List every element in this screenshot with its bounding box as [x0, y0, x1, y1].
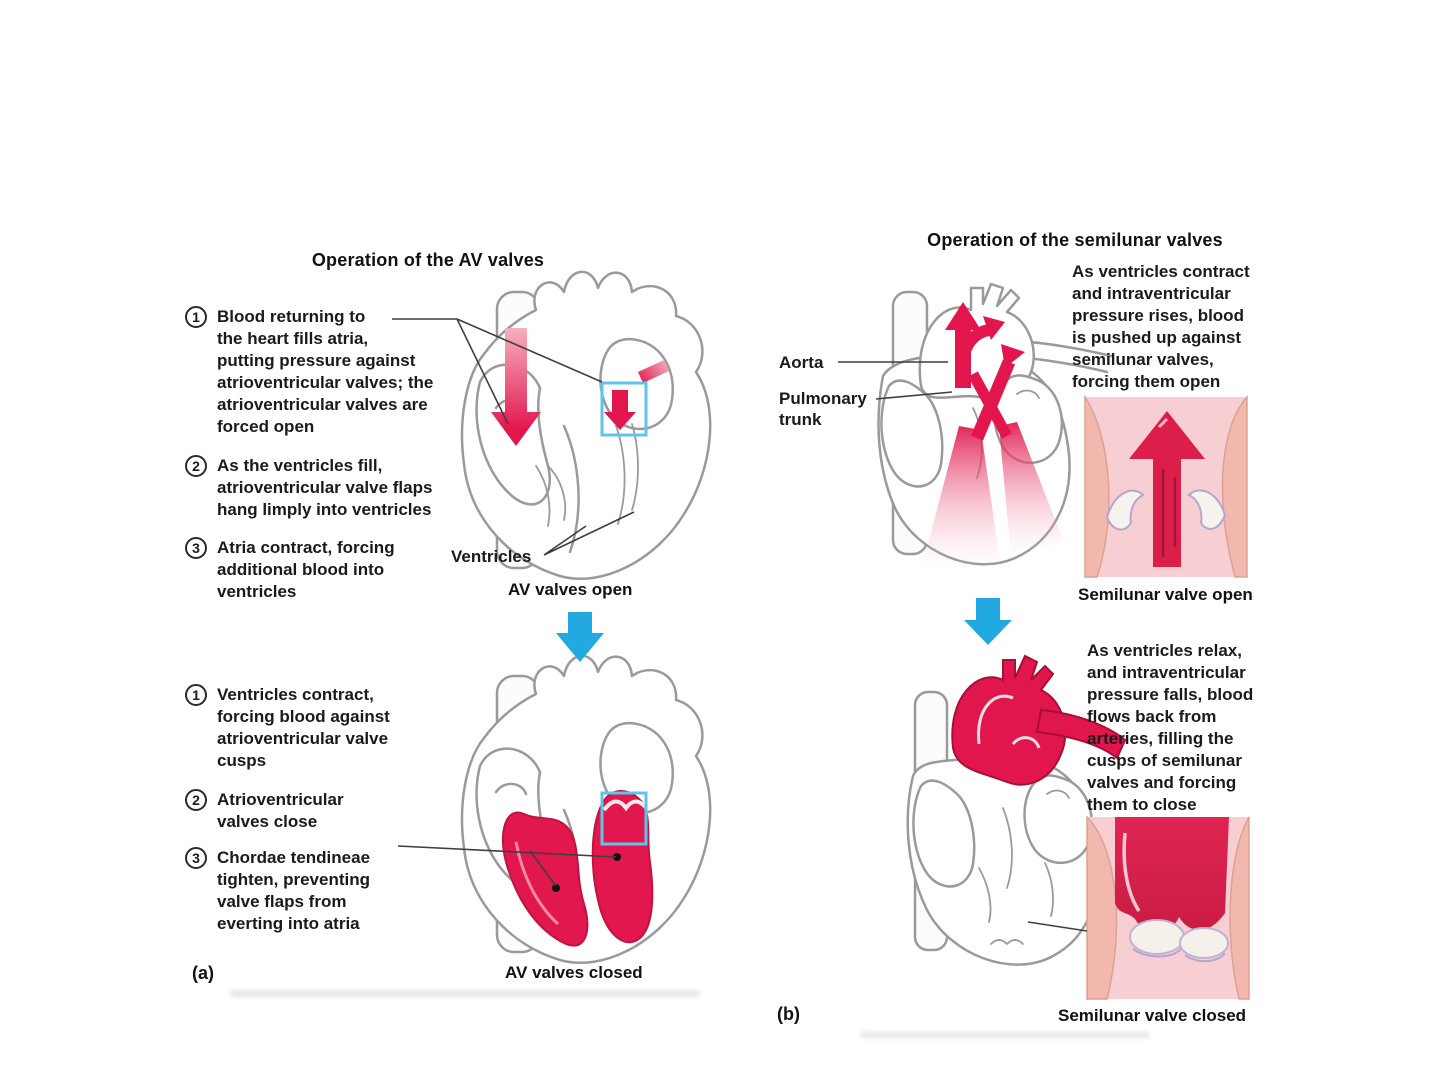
heart-diagram-semilunar-open [877, 282, 1113, 570]
step-a1: 1 Blood returning to the heart fills atr… [185, 306, 433, 438]
step-number: 3 [185, 537, 207, 559]
av-valve-highlight-box [600, 791, 648, 846]
text-semilunar-open: As ventricles contract and intraventricu… [1072, 262, 1250, 391]
caption-semilunar-valve-closed: Semilunar valve closed [1058, 1006, 1247, 1025]
flow-down-arrow-icon [556, 612, 604, 662]
step-a2: 2 As the ventricles fill, atrioventricul… [185, 455, 432, 521]
label-ventricles: Ventricles [451, 547, 532, 566]
blood-down-arrow-small-icon [604, 390, 636, 430]
av-valve-highlight-box [600, 381, 648, 437]
panel-a-title: Operation of the AV valves [311, 250, 545, 270]
inset-semilunar-valve-closed [1086, 815, 1250, 1000]
blood-streak-icon [638, 360, 669, 383]
step-number: 1 [185, 684, 207, 706]
step-a-closed-3: 3 Chordae tendineae tighten, preventing … [185, 847, 370, 935]
step-a-closed-1: 1 Ventricles contract, forcing blood aga… [185, 684, 390, 772]
caption-semilunar-valve-open: Semilunar valve open [1078, 585, 1253, 604]
heart-diagram-semilunar-closed [906, 654, 1127, 966]
blood-column [1115, 817, 1229, 933]
inset-semilunar-valve-open [1084, 394, 1248, 578]
heart-diagram-av-open [460, 270, 712, 581]
panel-b-letter: (b) [777, 1004, 800, 1024]
scan-smudge [860, 1032, 1150, 1038]
step-text: Atria contract, forcing additional blood… [217, 538, 395, 601]
step-text: Atrioventricular valves close [217, 790, 344, 831]
label-aorta: Aorta [779, 353, 824, 372]
text-semilunar-closed: As ventricles relax, and intraventricula… [1087, 641, 1254, 814]
step-number: 1 [185, 306, 207, 328]
step-text: Ventricles contract, forcing blood again… [217, 685, 390, 770]
step-number: 3 [185, 847, 207, 869]
panel-b-title: Operation of the semilunar valves [927, 230, 1223, 250]
callout-lines [392, 318, 1088, 932]
blood-up-arrow-icon [1129, 411, 1205, 567]
step-number: 2 [185, 455, 207, 477]
scan-smudge [230, 990, 700, 997]
label-pulmonary-trunk: Pulmonary trunk [779, 389, 867, 429]
caption-av-valves-open: AV valves open [508, 580, 633, 599]
heart-diagram-av-closed [460, 654, 712, 965]
step-text: Blood returning to the heart fills atria… [217, 307, 434, 436]
step-a-closed-2: 2 Atrioventricular valves close [185, 789, 344, 833]
step-a3: 3 Atria contract, forcing additional blo… [185, 537, 395, 603]
step-number: 2 [185, 789, 207, 811]
step-text: As the ventricles fill, atrioventricular… [217, 456, 433, 519]
step-text: Chordae tendineae tighten, preventing va… [217, 848, 371, 933]
panel-a-letter: (a) [192, 963, 214, 983]
flow-down-arrow-icon [964, 598, 1012, 645]
caption-av-valves-closed: AV valves closed [505, 963, 643, 982]
